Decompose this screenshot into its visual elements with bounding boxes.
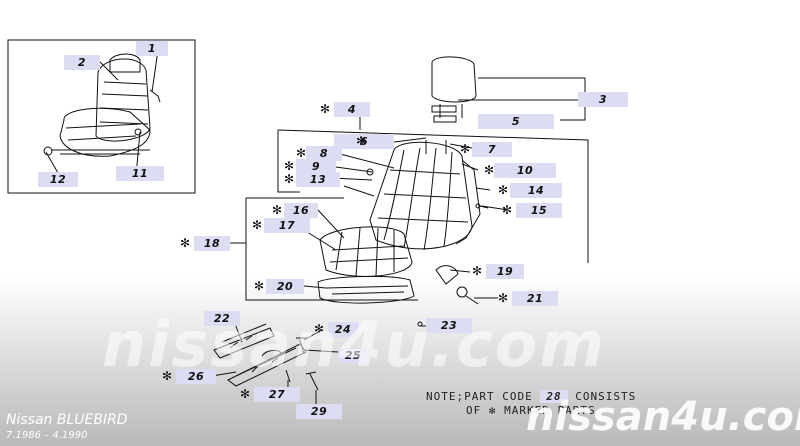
footer-model: Nissan BLUEBIRD [6, 412, 128, 428]
inset-frame [7, 39, 196, 194]
callout-23: 23 [426, 318, 472, 333]
cushion-frame [245, 198, 418, 301]
callout-20: 20 [266, 279, 304, 294]
star-marker-13: ✻ [284, 172, 295, 186]
callout-2: 2 [64, 55, 100, 70]
callout-9: 9 [296, 159, 336, 174]
star-marker-15: ✻ [502, 203, 513, 217]
note-part-code: 28 [540, 390, 568, 403]
note-prefix: NOTE;PART CODE [426, 390, 533, 403]
star-marker-10: ✻ [484, 163, 495, 177]
star-marker-4: ✻ [320, 102, 331, 116]
callout-17: 17 [264, 218, 310, 233]
callout-15: 15 [516, 203, 562, 218]
callout-18: 18 [194, 236, 230, 251]
note-line-1: NOTE;PART CODE 28 CONSISTS [426, 390, 636, 403]
star-marker-14: ✻ [498, 183, 509, 197]
star-marker-17: ✻ [252, 218, 263, 232]
callout-25: 25 [338, 348, 368, 363]
callout-22: 22 [204, 311, 240, 326]
callout-10: 10 [494, 163, 556, 178]
star-marker-8: ✻ [296, 146, 307, 160]
star-marker-16: ✻ [272, 203, 283, 217]
callout-24: 24 [328, 322, 358, 337]
callout-6: 6 [334, 134, 394, 149]
callout-13: 13 [296, 172, 340, 187]
callout-5: 5 [478, 114, 554, 129]
star-marker-6: ✻ [356, 134, 367, 148]
callout-29: 29 [296, 404, 342, 419]
callout-3: 3 [578, 92, 628, 107]
callout-12: 12 [38, 172, 78, 187]
callout-21: 21 [512, 291, 558, 306]
note-line-2: OF ✻ MARKED PARTS [466, 404, 596, 417]
watermark-small: nissan4u.com [526, 394, 800, 440]
callout-27: 27 [254, 387, 300, 402]
cushion-drawing [317, 226, 415, 304]
seatback-frame-left [277, 130, 300, 193]
callout-8: 8 [306, 146, 342, 161]
headrest-drawing [431, 56, 477, 123]
callout-16: 16 [284, 203, 318, 218]
footer-dates: 7.1986 – 4.1990 [6, 430, 88, 441]
star-marker-26: ✻ [162, 369, 173, 383]
callout-11: 11 [116, 166, 164, 181]
star-marker-21: ✻ [498, 291, 509, 305]
star-marker-20: ✻ [254, 279, 265, 293]
watermark-main: nissan4u.com [102, 308, 606, 381]
slide-rails-drawing [213, 323, 319, 391]
star-marker-19: ✻ [472, 264, 483, 278]
star-marker-18: ✻ [180, 236, 191, 250]
callout-19: 19 [486, 264, 524, 279]
star-marker-27: ✻ [240, 387, 251, 401]
callout-14: 14 [510, 183, 562, 198]
star-marker-7: ✻ [460, 142, 471, 156]
seatback-frame-top [277, 129, 589, 263]
star-marker-24: ✻ [314, 322, 325, 336]
note-suffix: CONSISTS [575, 390, 637, 403]
inset-seat-drawing [43, 53, 161, 157]
callout-4: 4 [334, 102, 370, 117]
callout-1: 1 [136, 41, 168, 56]
star-marker-9: ✻ [284, 159, 295, 173]
callout-7: 7 [472, 142, 512, 157]
callout-26: 26 [176, 369, 216, 384]
